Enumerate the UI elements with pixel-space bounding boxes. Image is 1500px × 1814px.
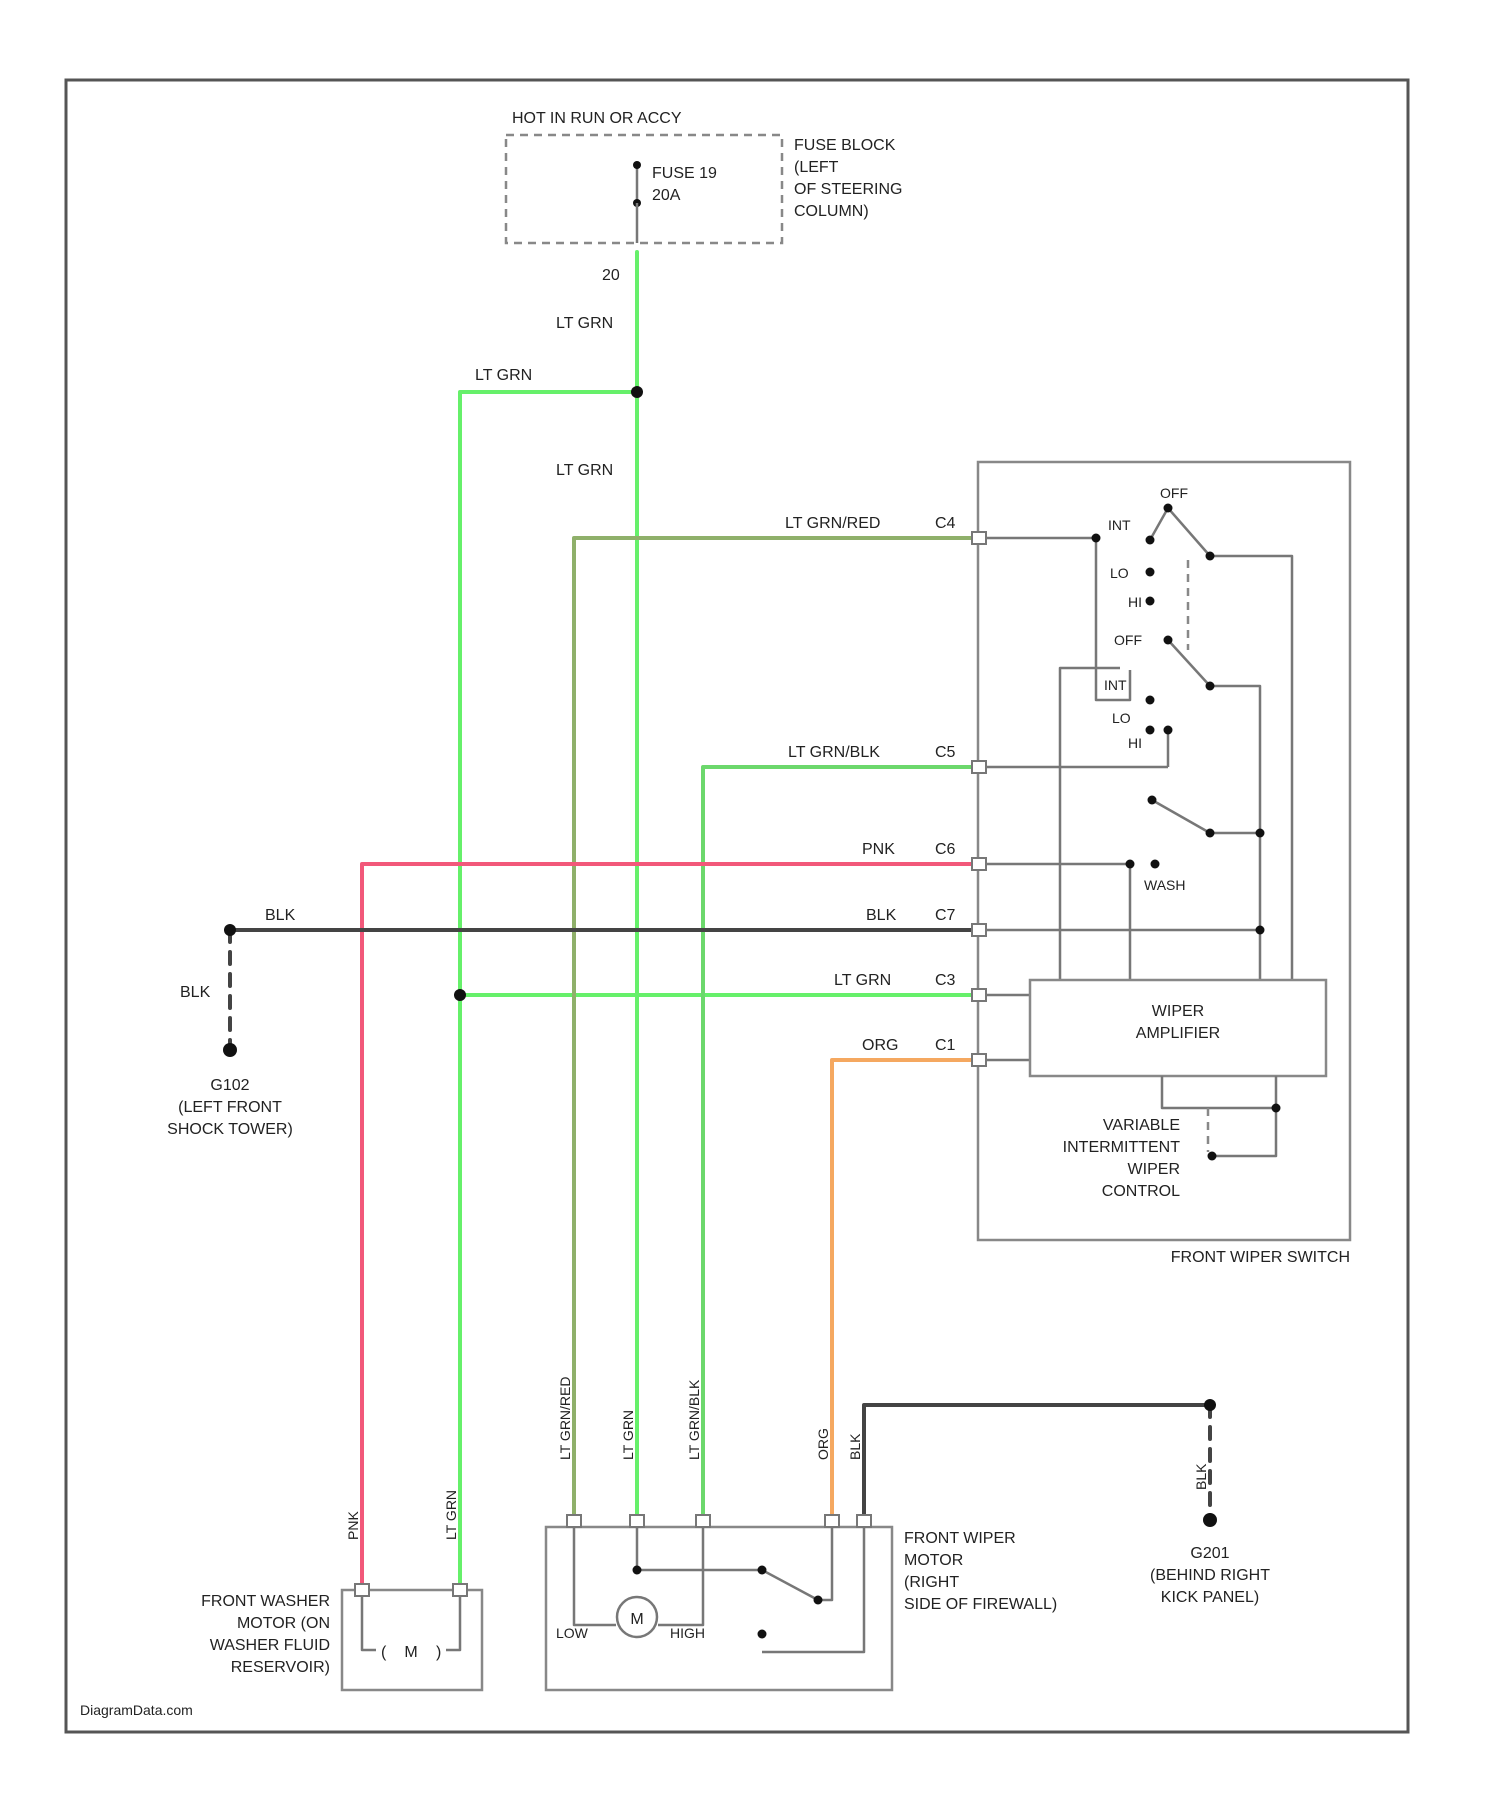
svg-text:FRONT WASHER: FRONT WASHER xyxy=(201,1593,330,1610)
wire-label-lt-grn-red: LT GRN/RED xyxy=(785,515,880,532)
wiper-motor-symbol: M xyxy=(630,1611,643,1628)
svg-text:FUSE BLOCK: FUSE BLOCK xyxy=(794,137,896,154)
variable-control-label: VARIABLE INTERMITTENT WIPER CONTROL xyxy=(1063,1117,1181,1200)
wire-label-lt-grn-blk: LT GRN/BLK xyxy=(788,744,880,761)
fuse-terminal-top xyxy=(633,161,641,169)
switch-label-hi-1: HI xyxy=(1128,594,1142,610)
hot-in-run-label: HOT IN RUN OR ACCY xyxy=(512,110,682,127)
ground-g102-label: G102 (LEFT FRONT SHOCK TOWER) xyxy=(167,1077,293,1138)
splice-blk-g102 xyxy=(224,924,236,936)
switch-label-lo-2: LO xyxy=(1112,710,1131,726)
switch-internal-wiring xyxy=(986,508,1292,1060)
svg-text:SHOCK TOWER): SHOCK TOWER) xyxy=(167,1121,293,1138)
wire-label-lt-grn-3: LT GRN xyxy=(556,462,613,479)
watermark: DiagramData.com xyxy=(80,1702,193,1718)
switch-label-off-1: OFF xyxy=(1160,485,1188,501)
svg-text:INTERMITTENT: INTERMITTENT xyxy=(1063,1139,1181,1156)
svg-text:(LEFT: (LEFT xyxy=(794,159,839,176)
switch-label-wash: WASH xyxy=(1144,877,1185,893)
svg-text:(RIGHT: (RIGHT xyxy=(904,1574,959,1591)
washer-motor-internal-2 xyxy=(446,1596,460,1650)
svg-text:(LEFT FRONT: (LEFT FRONT xyxy=(178,1099,282,1116)
front-washer-motor-label: FRONT WASHER MOTOR (ON WASHER FLUID RESE… xyxy=(201,1593,330,1676)
svg-text:MOTOR (ON: MOTOR (ON xyxy=(237,1615,330,1632)
wire-label-pnk: PNK xyxy=(862,841,895,858)
vlabel-lt-grn-blk: LT GRN/BLK xyxy=(686,1379,702,1460)
front-wiper-motor-label: FRONT WIPER MOTOR (RIGHT SIDE OF FIREWAL… xyxy=(904,1530,1057,1613)
wiper-motor-pins xyxy=(567,1515,871,1527)
washer-motor-symbol: M xyxy=(404,1644,417,1661)
svg-text:RESERVOIR): RESERVOIR) xyxy=(231,1659,330,1676)
wire-lt-grn-washer-branch xyxy=(460,392,637,1590)
front-wiper-motor-outline xyxy=(546,1527,892,1690)
wiper-motor-high-label: HIGH xyxy=(670,1625,705,1641)
svg-text:COLUMN): COLUMN) xyxy=(794,203,869,220)
pin-c1-label: C1 xyxy=(935,1037,956,1054)
switch-label-int-2: INT xyxy=(1104,677,1127,693)
switch-label-lo-1: LO xyxy=(1110,565,1129,581)
wire-label-blk: BLK xyxy=(866,907,897,924)
washer-motor-bracket-left: ( xyxy=(381,1644,387,1661)
wiper-amplifier-label: WIPER AMPLIFIER xyxy=(1136,1003,1220,1042)
front-wiper-switch-label: FRONT WIPER SWITCH xyxy=(1171,1249,1350,1266)
pin-c6-label: C6 xyxy=(935,841,956,858)
svg-text:WIPER: WIPER xyxy=(1152,1003,1204,1020)
svg-text:VARIABLE: VARIABLE xyxy=(1103,1117,1180,1134)
pin-c4-label: C4 xyxy=(935,515,956,532)
wiper-motor-internal xyxy=(574,1527,864,1652)
splice-blk-g201 xyxy=(1204,1399,1216,1411)
ground-g102-dot xyxy=(223,1043,237,1057)
wire-label-blk-g102: BLK xyxy=(265,907,296,924)
switch-label-hi-2: HI xyxy=(1128,735,1142,751)
pin-c5-label: C5 xyxy=(935,744,956,761)
pin-c7-label: C7 xyxy=(935,907,956,924)
svg-text:WIPER: WIPER xyxy=(1128,1161,1180,1178)
svg-text:KICK PANEL): KICK PANEL) xyxy=(1161,1589,1259,1606)
svg-text:FRONT WIPER: FRONT WIPER xyxy=(904,1530,1016,1547)
fuse-name-label: FUSE 19 xyxy=(652,165,717,182)
pin-c3-label: C3 xyxy=(935,972,956,989)
fuse-block-label: FUSE BLOCK (LEFT OF STEERING COLUMN) xyxy=(794,137,902,220)
svg-text:AMPLIFIER: AMPLIFIER xyxy=(1136,1025,1220,1042)
wire-label-lt-grn-c3: LT GRN xyxy=(834,972,891,989)
wire-lt-grn-red xyxy=(574,538,972,1515)
vlabel-blk-motor: BLK xyxy=(847,1433,863,1460)
svg-text:G102: G102 xyxy=(210,1077,249,1094)
ground-g201-label: G201 (BEHIND RIGHT KICK PANEL) xyxy=(1150,1545,1270,1606)
vlabel-pnk: PNK xyxy=(345,1511,361,1540)
svg-text:G201: G201 xyxy=(1190,1545,1229,1562)
svg-text:OF STEERING: OF STEERING xyxy=(794,181,902,198)
svg-text:WASHER FLUID: WASHER FLUID xyxy=(210,1637,330,1654)
vlabel-lt-grn-red: LT GRN/RED xyxy=(557,1377,573,1461)
wire-label-lt-grn-1: LT GRN xyxy=(556,315,613,332)
washer-motor-bracket-right: ) xyxy=(436,1644,441,1661)
vlabel-org: ORG xyxy=(815,1428,831,1460)
wire-label-blk-vertical: BLK xyxy=(180,984,211,1001)
svg-text:(BEHIND RIGHT: (BEHIND RIGHT xyxy=(1150,1567,1270,1584)
svg-text:SIDE OF FIREWALL): SIDE OF FIREWALL) xyxy=(904,1596,1057,1613)
pin-20-label: 20 xyxy=(602,267,620,284)
svg-text:CONTROL: CONTROL xyxy=(1102,1183,1180,1200)
fuse-rating-label: 20A xyxy=(652,187,681,204)
washer-motor-internal xyxy=(362,1596,376,1650)
wire-blk-motor xyxy=(864,1405,1210,1515)
splice-lt-grn-top xyxy=(631,386,643,398)
wiper-motor-low-label: LOW xyxy=(556,1625,589,1641)
vlabel-blk-g201: BLK xyxy=(1193,1463,1209,1490)
ground-g201-dot xyxy=(1203,1513,1217,1527)
wire-label-org: ORG xyxy=(862,1037,898,1054)
vlabel-lt-grn: LT GRN xyxy=(620,1410,636,1460)
svg-text:MOTOR: MOTOR xyxy=(904,1552,963,1569)
switch-label-off-2: OFF xyxy=(1114,632,1142,648)
vlabel-lt-grn-washer: LT GRN xyxy=(443,1490,459,1540)
splice-lt-grn-c3 xyxy=(454,989,466,1001)
fuse-block-outline xyxy=(506,135,782,243)
switch-label-int-1: INT xyxy=(1108,517,1131,533)
wire-label-lt-grn-2: LT GRN xyxy=(475,367,532,384)
wire-lt-grn-blk xyxy=(703,767,972,1515)
